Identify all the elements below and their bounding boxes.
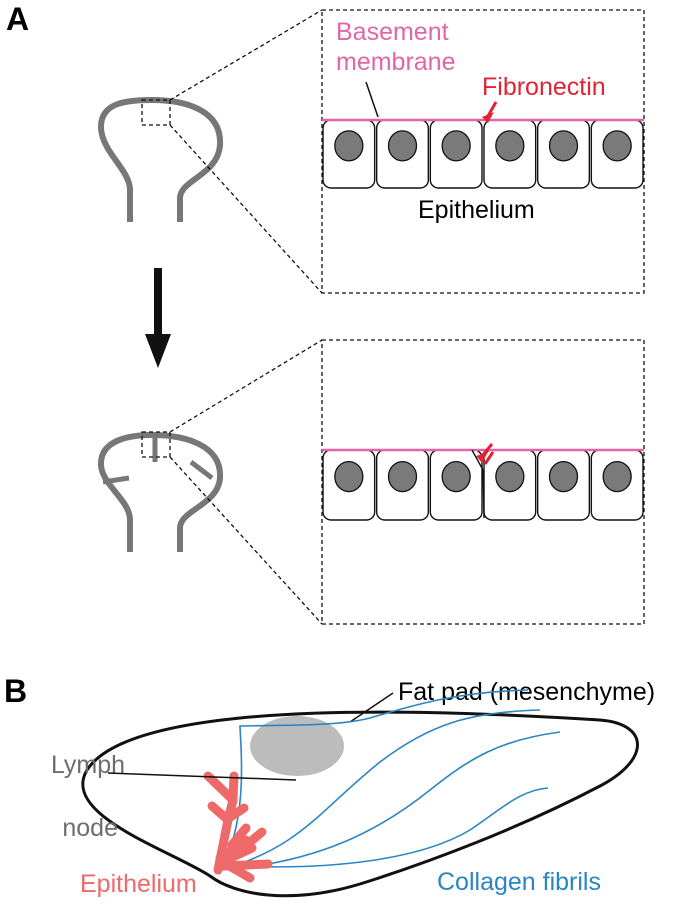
collagen-fibril (219, 689, 529, 871)
zoom-box-top (321, 9, 645, 294)
basement-membrane-leader (365, 81, 379, 118)
zoom-line-bottom-upper (169, 339, 323, 433)
bud-outline-bottom (97, 432, 224, 552)
basement-membrane-label-line1: Basement (336, 18, 449, 46)
cell-row-bottom (322, 449, 644, 521)
fibronectin-arrow-bottom-2 (483, 451, 495, 465)
collagen-fibril (239, 787, 549, 868)
panel-b: B Fat pad (mesenchyme) (4, 673, 655, 898)
lymph-node-leader (107, 772, 297, 781)
cell-nucleus (495, 130, 525, 162)
cell-nucleus (334, 130, 364, 162)
panel-a-label: A (6, 1, 29, 37)
zoom-region-top (141, 99, 171, 126)
cell-nucleus (334, 460, 364, 493)
cleft-between-cells (471, 449, 485, 519)
cell-nucleus (441, 130, 471, 162)
zoom-line-bottom-lower (169, 456, 323, 625)
zoom-line-top-lower (169, 124, 323, 294)
lymph-node (250, 716, 344, 776)
fibronectin-arrowhead-bottom (476, 452, 488, 463)
transition-arrowhead (145, 334, 171, 368)
cell-nucleus (441, 460, 471, 493)
panel-b-label: B (4, 673, 27, 709)
cleft-left (102, 475, 130, 485)
fibronectin-arrow-top (486, 101, 498, 117)
collagen-fibril (219, 709, 541, 871)
panel-a: A Basement membrane Fibronectin Epitheli… (6, 1, 645, 625)
epithelium-branches (203, 771, 273, 883)
fat-pad-leader (349, 692, 394, 723)
cell-nucleus (495, 460, 525, 493)
lymph-node-label-line1: Lymph (51, 751, 125, 779)
zoom-box-bottom (321, 339, 645, 625)
cell-nucleus (387, 130, 418, 162)
collagen-fibrils-label: Collagen fibrils (437, 868, 601, 896)
cell-nucleus (602, 130, 632, 162)
cell-nucleus (387, 460, 418, 493)
bud-outline-top (97, 97, 224, 222)
epithelium-branch (227, 823, 251, 850)
epithelium-branch (203, 771, 238, 805)
collagen-fibril (221, 731, 561, 871)
cell-nucleus (602, 460, 632, 493)
basement-membrane-label: Basement membrane (336, 18, 456, 76)
epithelium-branch (224, 803, 249, 823)
fibronectin-arrowhead-top (482, 112, 494, 123)
lymph-node-label-line2: node (62, 814, 118, 842)
zoom-line-top-upper (169, 9, 323, 101)
fibronectin-label: Fibronectin (482, 73, 606, 101)
cleft-right (189, 460, 214, 480)
collagen-fibrils (219, 689, 561, 871)
lymph-node-label: Lymph node (51, 751, 132, 842)
epithelium-label-a: Epithelium (418, 196, 535, 224)
cell-nucleus (548, 130, 579, 162)
cell-row-top (322, 119, 644, 189)
epithelium-branch (221, 859, 255, 883)
zoom-region-bottom (141, 431, 171, 458)
basement-membrane-label-line2: membrane (336, 48, 456, 76)
fat-pad-outline (81, 710, 639, 898)
cell-nucleus (548, 460, 579, 493)
epithelium-label-b: Epithelium (80, 870, 197, 898)
epithelium-branch (231, 827, 267, 859)
fat-pad-label: Fat pad (mesenchyme) (398, 678, 655, 706)
